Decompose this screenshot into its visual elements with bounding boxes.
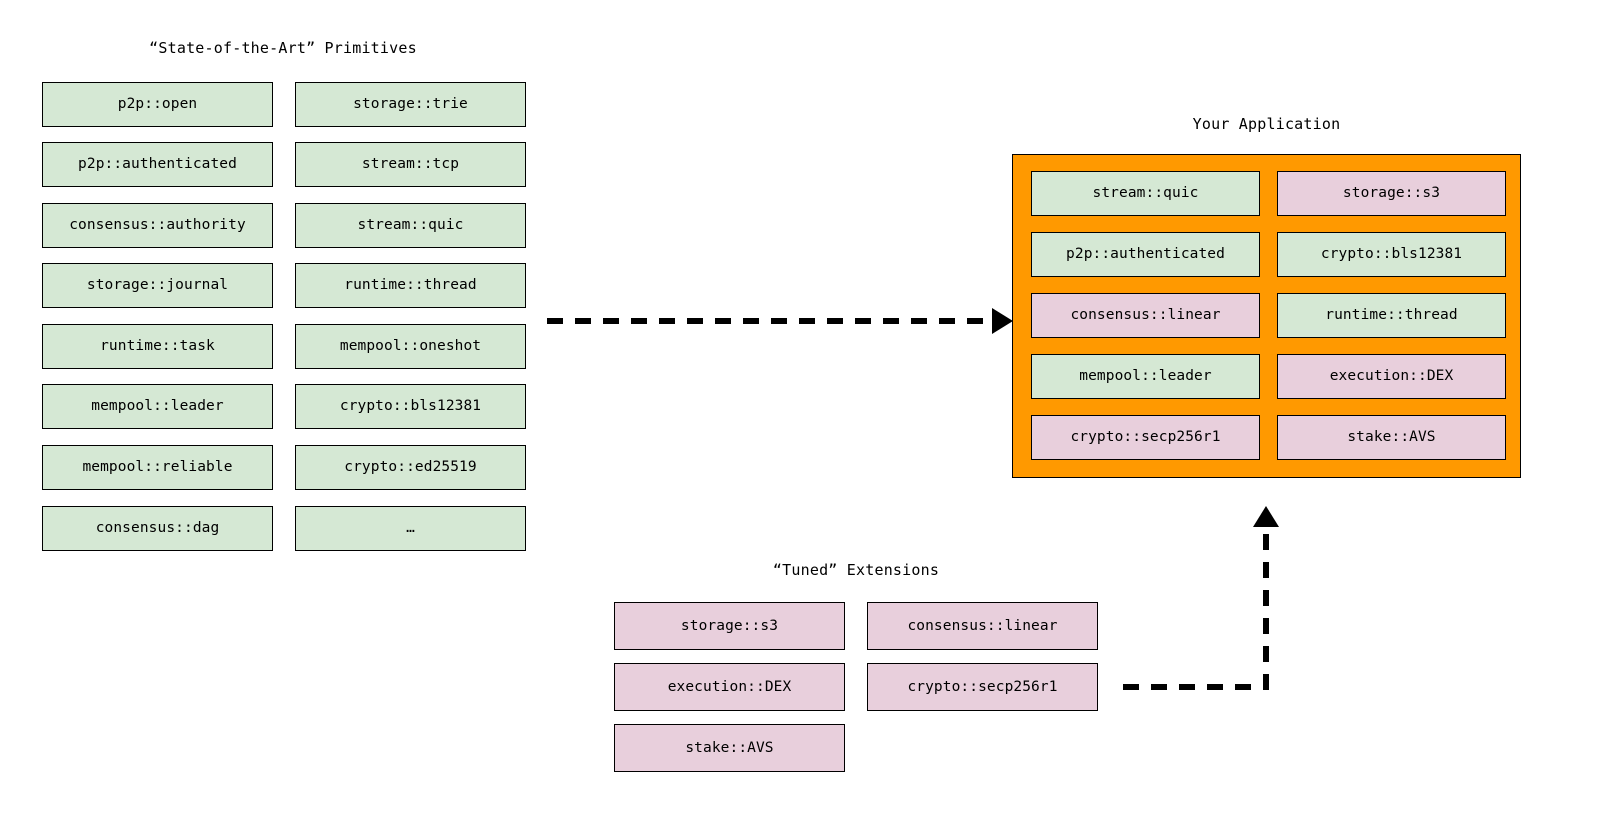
connector-primitives-to-application xyxy=(547,308,1013,334)
extensions-section-title: “Tuned” Extensions xyxy=(772,561,940,579)
application-node[interactable]: stream::quic xyxy=(1031,171,1260,216)
application-node[interactable]: runtime::thread xyxy=(1277,293,1506,338)
primitive-node[interactable]: … xyxy=(295,506,526,551)
extension-node[interactable]: stake::AVS xyxy=(614,724,845,772)
primitive-node[interactable]: p2p::authenticated xyxy=(42,142,273,187)
primitive-node[interactable]: mempool::oneshot xyxy=(295,324,526,369)
application-node[interactable]: stake::AVS xyxy=(1277,415,1506,460)
arrowhead-up-icon xyxy=(1253,506,1279,527)
extension-node[interactable]: storage::s3 xyxy=(614,602,845,650)
application-node[interactable]: storage::s3 xyxy=(1277,171,1506,216)
primitive-node[interactable]: runtime::task xyxy=(42,324,273,369)
primitive-node[interactable]: p2p::open xyxy=(42,82,273,127)
application-node[interactable]: execution::DEX xyxy=(1277,354,1506,399)
connector-line-elbow xyxy=(1123,527,1269,690)
primitive-node[interactable]: crypto::bls12381 xyxy=(295,384,526,429)
arrowhead-right-icon xyxy=(992,308,1013,334)
primitive-node[interactable]: consensus::authority xyxy=(42,203,273,248)
primitive-node[interactable]: storage::journal xyxy=(42,263,273,308)
application-node[interactable]: crypto::secp256r1 xyxy=(1031,415,1260,460)
application-node[interactable]: p2p::authenticated xyxy=(1031,232,1260,277)
connector-extensions-to-application xyxy=(1123,506,1279,690)
primitive-node[interactable]: stream::quic xyxy=(295,203,526,248)
extension-node[interactable]: crypto::secp256r1 xyxy=(867,663,1098,711)
application-node[interactable]: mempool::leader xyxy=(1031,354,1260,399)
application-node[interactable]: consensus::linear xyxy=(1031,293,1260,338)
primitive-node[interactable]: stream::tcp xyxy=(295,142,526,187)
primitive-node[interactable]: mempool::reliable xyxy=(42,445,273,490)
primitives-section-title: “State-of-the-Art” Primitives xyxy=(149,39,417,57)
primitive-node[interactable]: storage::trie xyxy=(295,82,526,127)
primitive-node[interactable]: mempool::leader xyxy=(42,384,273,429)
primitive-node[interactable]: runtime::thread xyxy=(295,263,526,308)
extension-node[interactable]: consensus::linear xyxy=(867,602,1098,650)
application-node[interactable]: crypto::bls12381 xyxy=(1277,232,1506,277)
primitive-node[interactable]: consensus::dag xyxy=(42,506,273,551)
application-section-title: Your Application xyxy=(1192,115,1341,133)
primitive-node[interactable]: crypto::ed25519 xyxy=(295,445,526,490)
extension-node[interactable]: execution::DEX xyxy=(614,663,845,711)
